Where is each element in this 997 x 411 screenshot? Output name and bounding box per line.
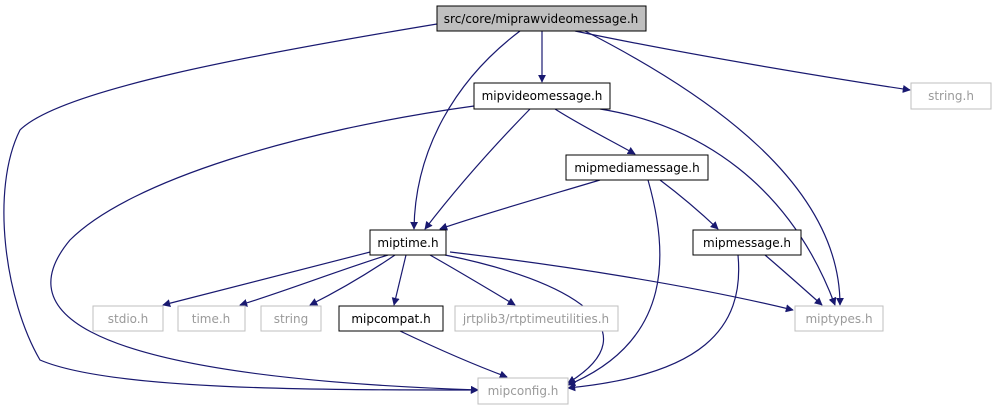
edge-mipmediamessage-to-mipmessage [659,179,719,230]
edge-miptime-to-time-h [239,254,389,307]
edge-mipmediamessage-to-mipconfig [567,179,661,386]
edge-mipmessage-to-mipconfig [567,254,740,392]
node-time-h[interactable]: time.h [177,305,246,332]
edge-mipmessage-to-miptypes [764,254,823,306]
node-mipconfig[interactable]: mipconfig.h [477,377,569,405]
node-time-h-label: time.h [192,312,231,326]
node-string-h-label: string.h [928,89,974,103]
node-mipmessage-label: mipmessage.h [703,236,791,250]
node-root-label: src/core/miprawvideomessage.h [444,12,638,26]
node-stdio-label: stdio.h [108,312,148,326]
node-mipmessage[interactable]: mipmessage.h [692,229,802,256]
edge-mipvideomessage-to-mipconfig [50,105,479,394]
edge-miptime-to-stdio [162,249,379,308]
edge-mipcompat-to-mipconfig [399,330,508,379]
node-string-label: string [274,312,308,326]
node-miptypes[interactable]: miptypes.h [794,305,884,332]
node-miptypes-label: miptypes.h [805,312,872,326]
edge-mipvideomessage-to-miptypes [599,108,837,306]
edge-mipvideomessage-to-mipmediamessage [554,108,636,155]
edge-root-to-miptime [410,30,521,230]
node-rtptimeutilities[interactable]: jrtplib3/rtptimeutilities.h [454,305,619,332]
node-string-h[interactable]: string.h [910,82,992,110]
edge-root-to-string-h [574,30,911,93]
node-mipconfig-label: mipconfig.h [488,384,559,398]
edge-miptime-to-mipcompat [391,254,407,306]
dependency-edges [3,23,911,394]
edge-root-to-mipconfig [3,23,479,394]
node-stdio[interactable]: stdio.h [92,305,164,332]
edge-miptime-to-rtptimeutilities [429,254,516,306]
node-miptime-label: miptime.h [377,236,438,250]
node-mipvideomessage[interactable]: mipvideomessage.h [473,82,611,110]
edge-miptime-to-miptypes [449,251,794,313]
header-nodes: src/core/miprawvideomessage.h mipvideome… [92,5,992,405]
node-miptime[interactable]: miptime.h [369,229,447,256]
node-mipmediamessage-label: mipmediamessage.h [574,161,699,175]
edge-mipvideomessage-to-miptime [424,108,531,230]
node-root[interactable]: src/core/miprawvideomessage.h [436,5,647,32]
edge-mipmediamessage-to-miptime [439,179,601,231]
node-mipcompat-label: mipcompat.h [351,312,430,326]
node-rtptimeutilities-label: jrtplib3/rtptimeutilities.h [462,312,609,326]
node-mipvideomessage-label: mipvideomessage.h [482,89,603,103]
node-mipcompat[interactable]: mipcompat.h [338,305,444,332]
edge-miptime-to-string [309,254,396,306]
node-string[interactable]: string [260,305,322,332]
node-mipmediamessage[interactable]: mipmediamessage.h [565,154,709,181]
edge-root-to-miptypes [584,30,844,306]
